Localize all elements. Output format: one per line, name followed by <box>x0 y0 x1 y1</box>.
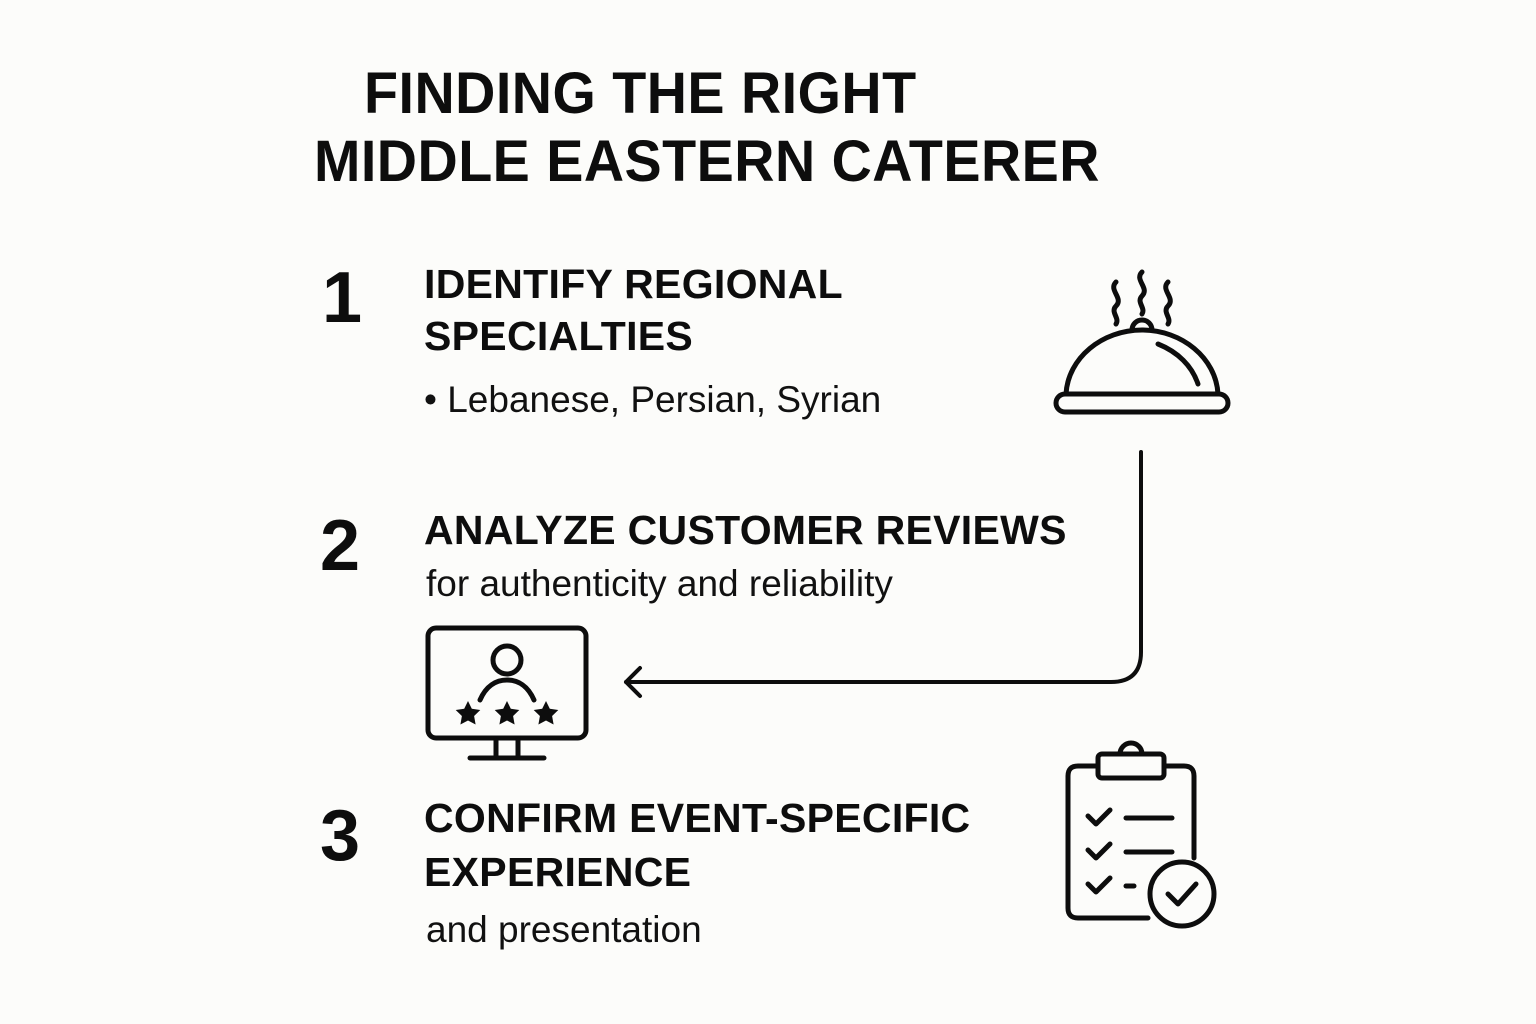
cloche-serving-dish-icon <box>1053 269 1231 415</box>
step-heading-line-1: ANALYZE CUSTOMER REVIEWS <box>424 507 1067 553</box>
star-icon <box>494 701 520 725</box>
flow-arrow-connector <box>624 450 1143 698</box>
step-number: 2 <box>320 506 361 586</box>
step-heading-line-2: EXPERIENCE <box>424 849 692 895</box>
monitor-rating-icon <box>425 625 589 761</box>
step-heading-line-1: CONFIRM EVENT-SPECIFIC <box>424 795 971 841</box>
step-heading-line-2: SPECIALTIES <box>424 313 694 359</box>
star-icon <box>455 701 481 725</box>
step-detail: for authenticity and reliability <box>426 563 893 604</box>
step-number: 3 <box>320 796 361 876</box>
star-icon <box>533 701 559 725</box>
step-number: 1 <box>322 258 363 338</box>
title-line-2: MIDDLE EASTERN CATERER <box>314 129 1100 194</box>
clipboard-checklist-icon <box>1065 740 1217 929</box>
step-heading-line-1: IDENTIFY REGIONAL <box>424 261 843 307</box>
step-detail: • Lebanese, Persian, Syrian <box>424 379 882 420</box>
title-line-1: FINDING THE RIGHT <box>364 61 917 126</box>
step-detail: and presentation <box>426 909 702 950</box>
rating-stars <box>455 701 559 725</box>
